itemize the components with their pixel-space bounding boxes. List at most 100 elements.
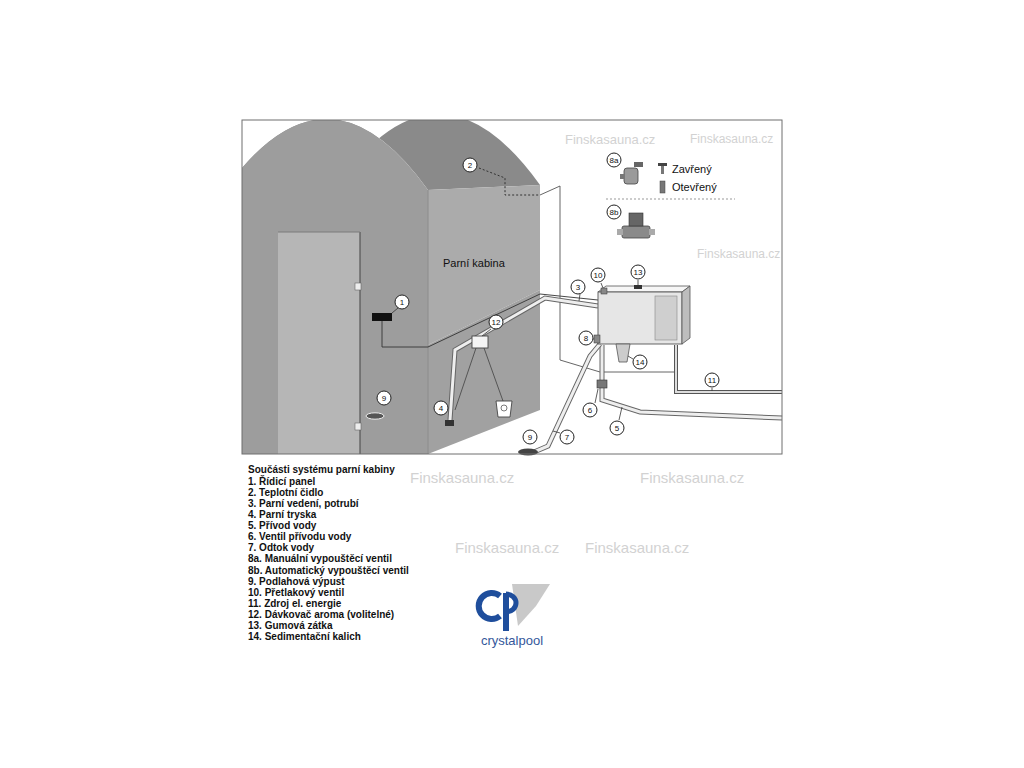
watermark: Finskasauna.cz bbox=[410, 470, 514, 487]
watermark: Finskasauna.cz bbox=[565, 133, 655, 147]
steam-cabin bbox=[366, 413, 384, 419]
drain-valve-inset bbox=[606, 162, 735, 238]
callout-text: 9 bbox=[382, 394, 386, 402]
label-text: 8a. Manuální vypouštěcí ventil bbox=[248, 553, 392, 564]
aroma-dispenser bbox=[484, 348, 503, 401]
parts-list-item: 5. Přívod vody bbox=[248, 520, 316, 531]
power-cable bbox=[712, 388, 713, 391]
steam-cabin bbox=[428, 190, 429, 454]
callout-text: 6 bbox=[588, 406, 592, 414]
steam-cabin bbox=[355, 423, 361, 430]
parts-list-item: 3. Parní vedení, potrubí bbox=[248, 498, 359, 509]
steam-pipe bbox=[450, 294, 598, 420]
valve-state: Zavřený bbox=[672, 163, 712, 175]
callout-number: 7 bbox=[560, 430, 575, 445]
label-text: Finskasauna.cz bbox=[565, 132, 655, 147]
cabin-face: Parní kabina bbox=[436, 254, 536, 273]
parts-list-item: 7. Odtok vody bbox=[248, 542, 314, 553]
parts-list-item: 9. Podlahová výpust bbox=[248, 575, 345, 586]
drain-valve-inset bbox=[622, 226, 650, 238]
parts-list-item: 11. Zdroj el. energie bbox=[248, 597, 341, 608]
callout-text: 8 bbox=[584, 334, 588, 342]
label-text: Finskasauna.cz bbox=[690, 132, 773, 146]
parts-list-item: 14. Sedimentační kalich bbox=[248, 630, 361, 641]
callout-text: 9 bbox=[528, 433, 532, 441]
parts-list-item: 6. Ventil přívodu vody bbox=[248, 531, 351, 542]
valve-state: Otevřený bbox=[672, 181, 717, 193]
label-text: 6. Ventil přívodu vody bbox=[248, 531, 351, 542]
heading-text: Součásti systému parní kabiny bbox=[248, 464, 395, 475]
label-text: Finskasauna.cz bbox=[585, 539, 689, 556]
callout-text: 12 bbox=[492, 318, 501, 326]
drain-valve-inset bbox=[658, 163, 667, 166]
steam-generator bbox=[682, 286, 690, 344]
steam-generator bbox=[601, 288, 607, 294]
water-drain bbox=[518, 344, 600, 456]
callout-number: 10 bbox=[591, 268, 606, 283]
parts-list-item: 10. Přetlakový ventil bbox=[248, 586, 344, 597]
power-cable bbox=[676, 345, 782, 392]
steam-generator bbox=[634, 285, 642, 289]
node-text: Parní kabina bbox=[443, 257, 529, 270]
callout-number: 9 bbox=[377, 391, 392, 406]
steam-pipe bbox=[450, 298, 598, 420]
callout-text: 1 bbox=[400, 298, 404, 306]
label-text: crystalpool bbox=[481, 633, 543, 648]
drain-valve-inset bbox=[629, 213, 643, 226]
crystalpool-logo bbox=[479, 593, 500, 619]
water-supply bbox=[602, 345, 782, 418]
label-text: Finskasauna.cz bbox=[640, 469, 744, 486]
callout-number: 1 bbox=[395, 295, 410, 310]
steam-cabin bbox=[359, 232, 360, 454]
steam-generator bbox=[594, 335, 600, 343]
temperature-sensor bbox=[479, 168, 540, 195]
label-text: 7. Odtok vody bbox=[248, 542, 314, 553]
callout-text: 7 bbox=[565, 433, 569, 441]
water-drain bbox=[534, 344, 600, 452]
water-supply bbox=[595, 345, 782, 420]
parts-list-item: 12. Dávkovač aroma (volitelné) bbox=[248, 608, 394, 619]
aroma-dispenser bbox=[472, 336, 488, 348]
crystalpool-logo bbox=[506, 594, 516, 612]
label-text: 10. Přetlakový ventil bbox=[248, 586, 344, 597]
steam-nozzle bbox=[445, 420, 454, 426]
drain-valve-inset bbox=[606, 199, 735, 200]
callout-text: 11 bbox=[708, 376, 716, 384]
label-text: 12. Dávkovač aroma (volitelné) bbox=[248, 608, 394, 619]
label-text: 4. Parní tryska bbox=[248, 509, 316, 520]
callout-number: 3 bbox=[571, 280, 586, 295]
callout-text: 5 bbox=[615, 424, 619, 432]
steam-nozzle bbox=[445, 420, 454, 426]
control-panel bbox=[392, 308, 398, 313]
callout-number: 5 bbox=[610, 421, 625, 436]
water-supply bbox=[597, 380, 607, 388]
steam-cabin bbox=[242, 120, 428, 454]
callout-number: 8 bbox=[579, 331, 594, 346]
label-text: 8b. Automatický vypouštěcí ventil bbox=[248, 564, 409, 575]
callout-number: 12 bbox=[489, 315, 504, 330]
steam-generator bbox=[598, 292, 682, 344]
label-text: 1. Řídicí panel bbox=[248, 476, 315, 487]
callout-number: 2 bbox=[463, 158, 478, 173]
steam-pipe bbox=[579, 294, 580, 301]
label-text: Otevřený bbox=[672, 181, 717, 193]
water-supply bbox=[602, 345, 782, 418]
steam-cabin bbox=[242, 120, 540, 454]
callout-number: 11 bbox=[705, 373, 720, 388]
steam-generator bbox=[655, 296, 677, 340]
callout-number: 9 bbox=[523, 430, 538, 445]
drain-valve-inset bbox=[660, 181, 665, 193]
steam-cabin bbox=[278, 232, 360, 454]
callout-text: 2 bbox=[468, 161, 472, 169]
aroma-dispenser bbox=[455, 329, 512, 417]
label-text: Zavřený bbox=[672, 163, 712, 175]
steam-cabin bbox=[278, 232, 360, 233]
aroma-dispenser bbox=[501, 405, 507, 411]
parts-list-item: 13. Gumová zátka bbox=[248, 619, 332, 630]
drain-valve-inset bbox=[620, 174, 625, 179]
watermark: Finskasauna.cz bbox=[690, 133, 773, 146]
steam-cabin bbox=[355, 283, 361, 290]
callout-number: 8b bbox=[607, 205, 622, 220]
callout-text: 13 bbox=[634, 268, 643, 276]
